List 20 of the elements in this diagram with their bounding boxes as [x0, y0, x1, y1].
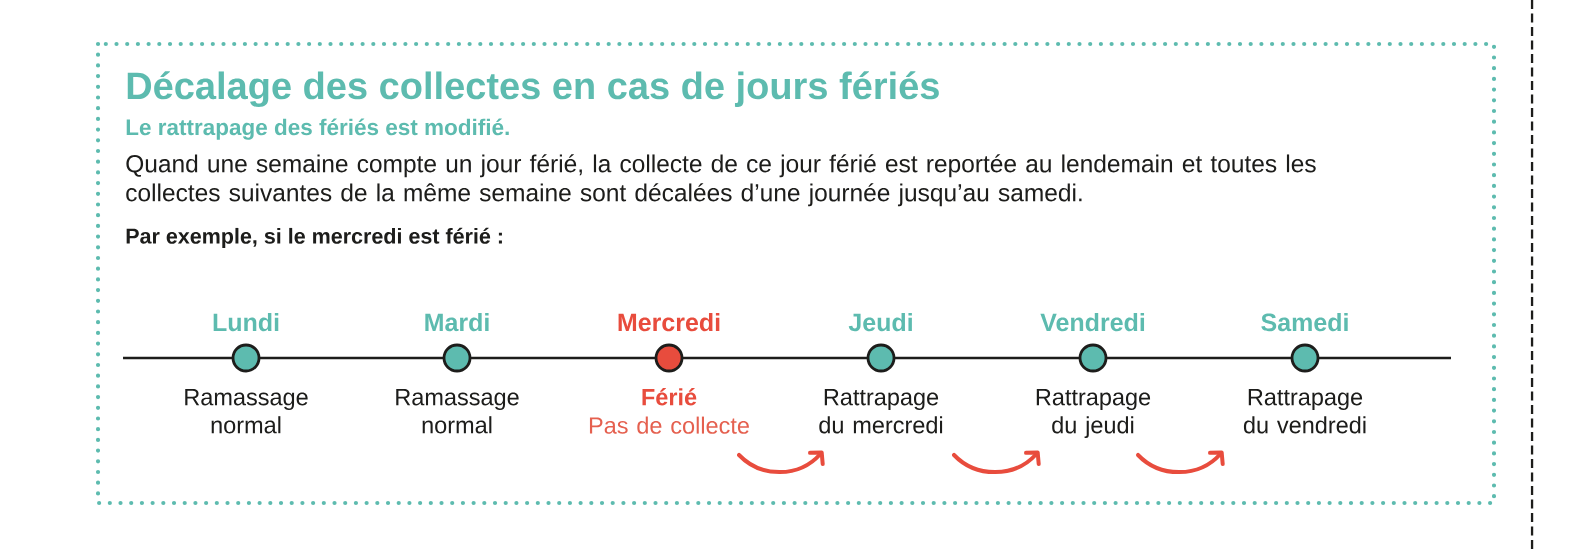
day-label: Mardi: [425, 312, 489, 332]
day-label: Vendredi: [1040, 312, 1145, 332]
title: Décalage des collectes en cas de jours fériés: [127, 71, 939, 108]
day-label: Mercredi: [618, 312, 720, 332]
example-heading: Par exemple, si le mercredi est férié :: [126, 227, 502, 248]
curved-arrow: [737, 450, 825, 475]
day-label: Lundi: [213, 312, 279, 332]
paragraph: Quand une semaine compte un jour férié, la collecte de ce jour férié est reportée au lendemain et toutes les collectes suivantes de la même semaine sont décalées d’une journée jusqu’au samedi.: [126, 154, 1316, 207]
day-label: Jeudi: [848, 312, 912, 332]
day-caption: Ramassage normal: [185, 389, 308, 434]
day-caption: Rattrapage du mercredi: [819, 389, 943, 434]
curved-arrow: [952, 450, 1041, 475]
day-label: Samedi: [1261, 312, 1348, 332]
day-caption: Rattrapage du jeudi: [1036, 389, 1151, 439]
day-caption: Pas de collecte: [589, 416, 749, 434]
day-caption: Férié: [642, 387, 697, 406]
day-caption: Rattrapage du vendredi: [1243, 389, 1366, 434]
curved-arrow: [1136, 450, 1225, 475]
day-caption: Ramassage normal: [396, 389, 519, 434]
subtitle: Le rattrapage des fériés est modifié.: [126, 118, 509, 140]
